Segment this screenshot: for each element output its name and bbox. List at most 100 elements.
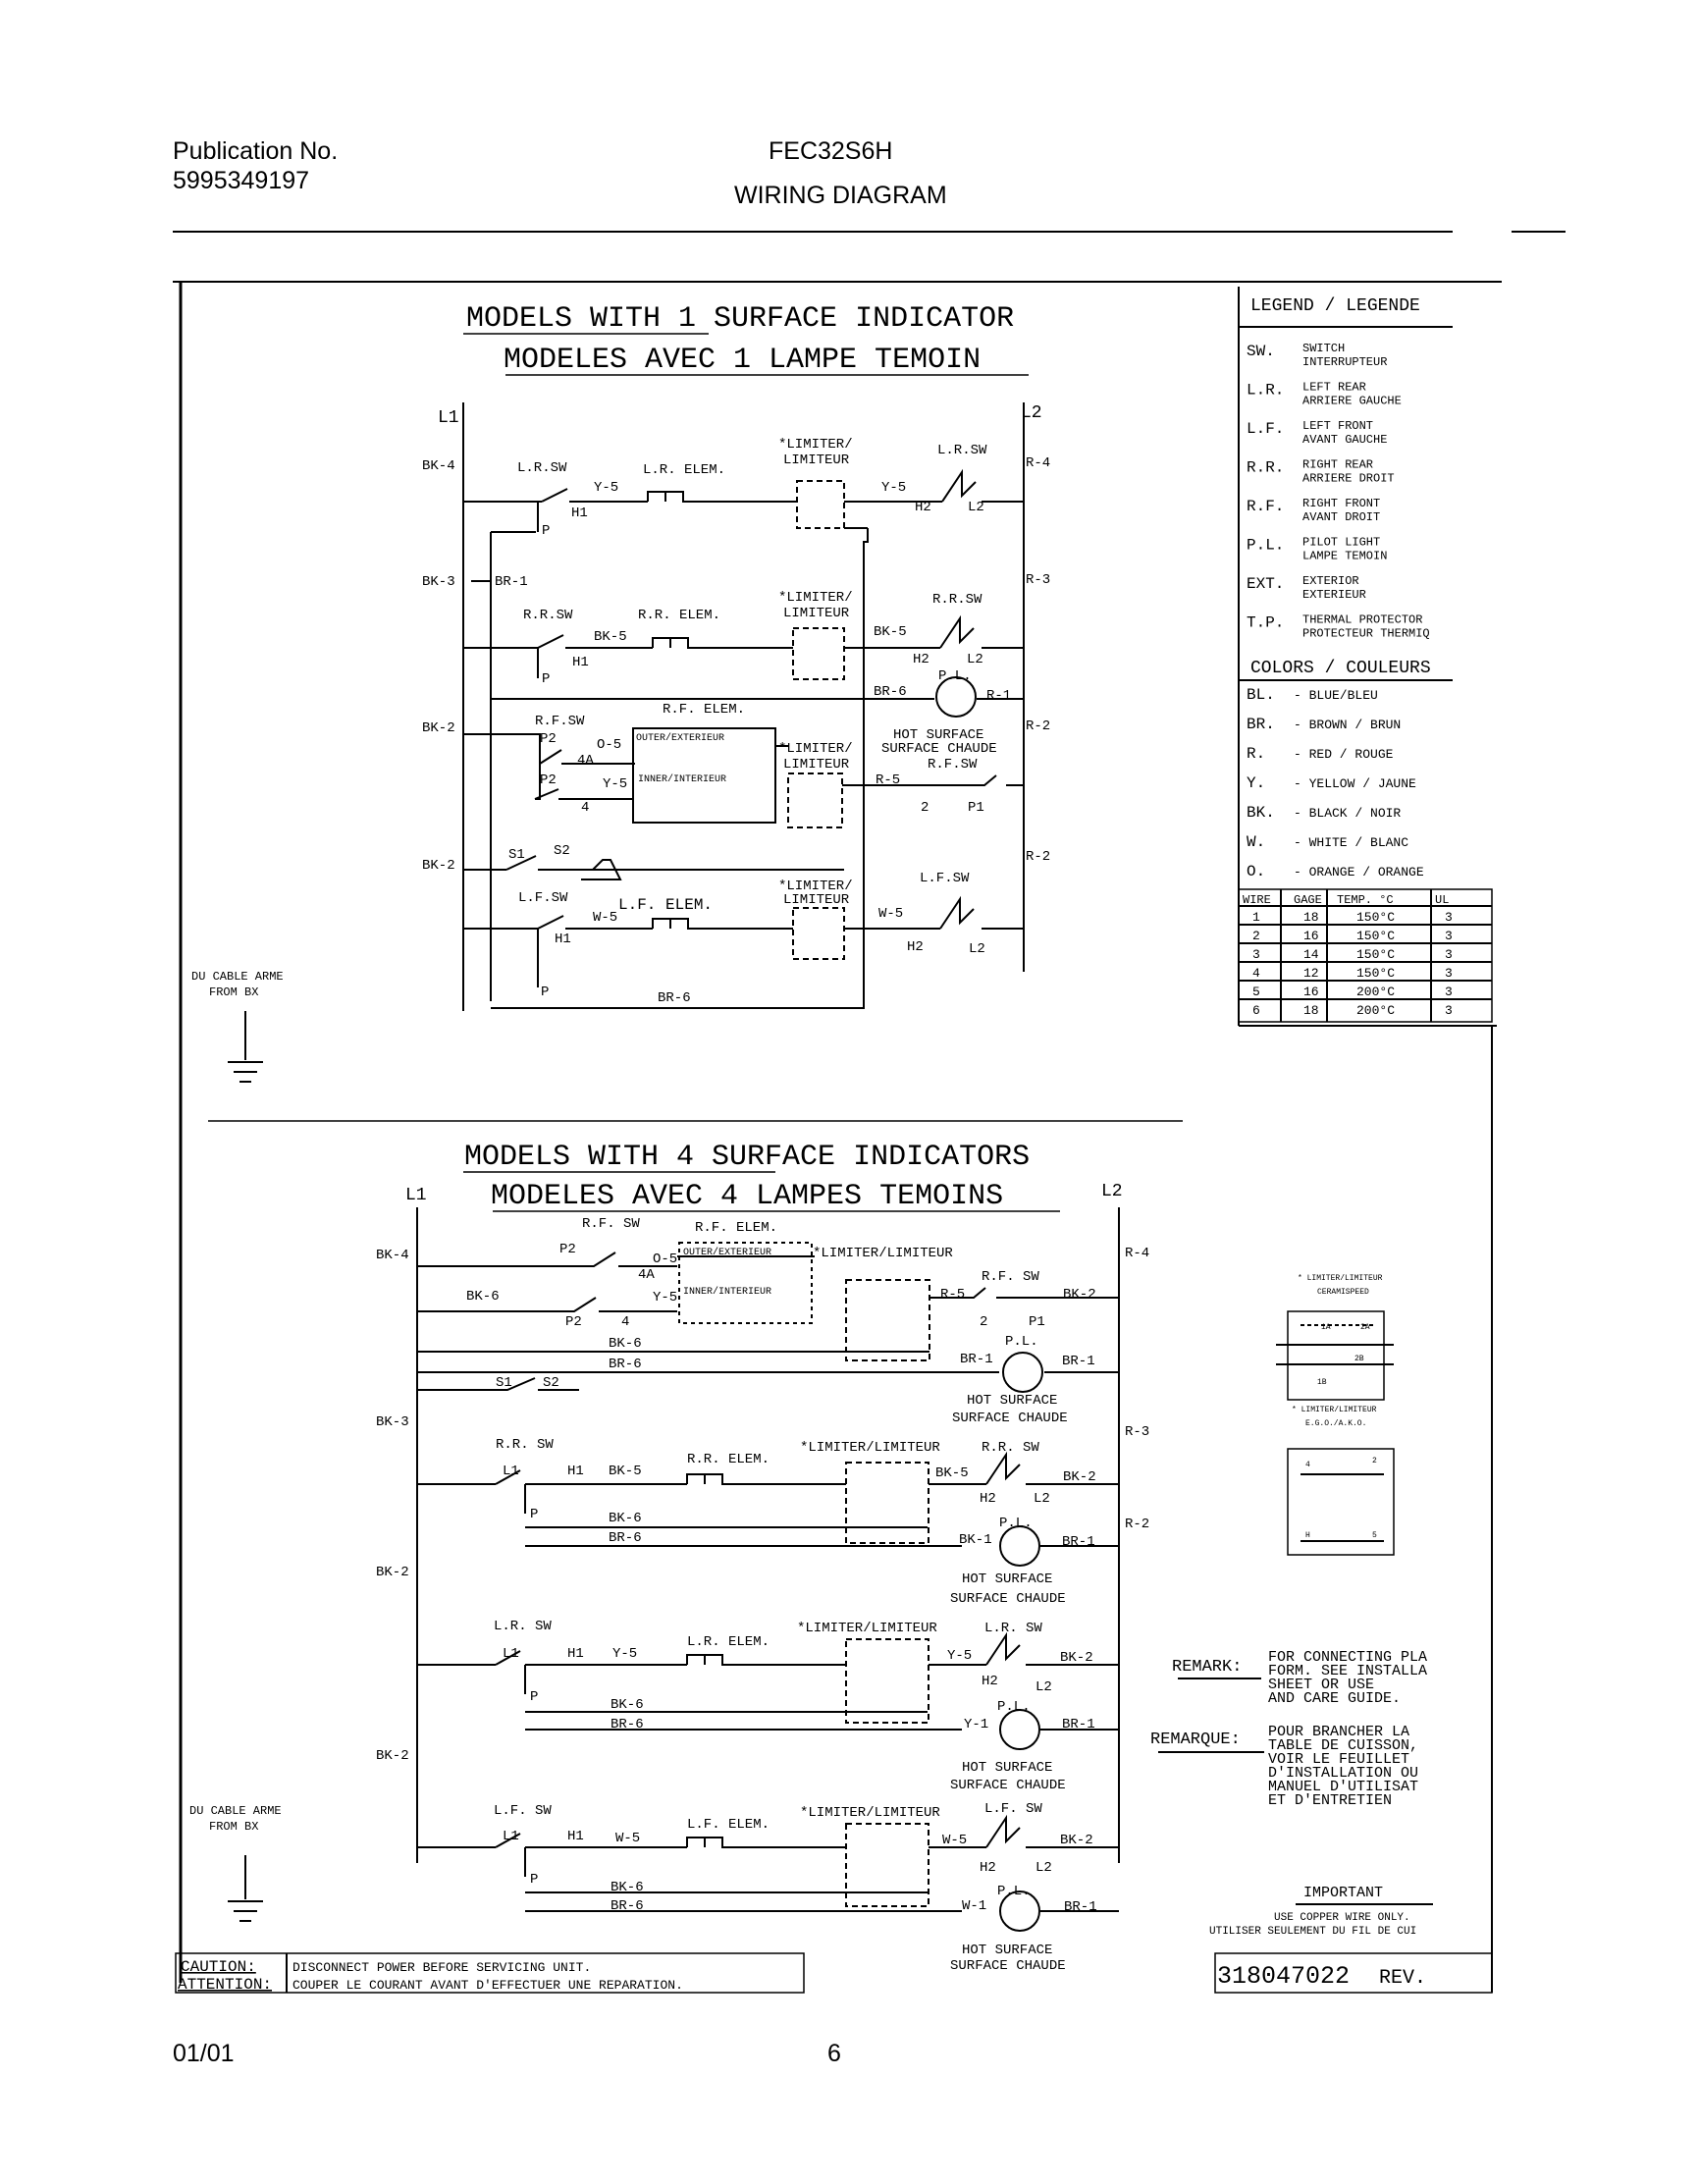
wire-label: BK-2 [376, 1565, 409, 1580]
switch-label: R.F.SW [928, 757, 978, 772]
legend-english: RIGHT FRONT [1302, 497, 1380, 510]
pilot-light-label: P.L. [999, 1516, 1033, 1531]
limiter-label: LIMITEUR [783, 892, 850, 908]
terminal-label: P [530, 1689, 538, 1705]
wire-label: R-4 [1026, 455, 1050, 471]
terminal-label: H2 [980, 1860, 996, 1876]
remark-line: FOR CONNECTING PLA [1268, 1649, 1427, 1666]
wire-label: BK-6 [466, 1289, 500, 1305]
table-cell: 200°C [1356, 985, 1395, 999]
wire-label: BK-2 [1060, 1650, 1093, 1666]
wire-label: R-5 [876, 772, 900, 788]
table-cell: 3 [1445, 966, 1453, 981]
switch-label: L.R. SW [494, 1619, 552, 1634]
top-title-en: MODELS WITH 1 SURFACE INDICATOR [466, 302, 1014, 336]
legend-french: ARRIERE GAUCHE [1302, 395, 1402, 408]
hot-surface-label: HOT SURFACE [962, 1571, 1052, 1587]
wire-label: BK-2 [1060, 1833, 1093, 1848]
terminal-label: P2 [559, 1242, 576, 1257]
remark-label: REMARK: [1172, 1658, 1242, 1677]
terminal-label: H2 [915, 500, 931, 515]
wire-label: Y-5 [881, 480, 906, 496]
terminal-label: L2 [969, 941, 985, 957]
terminal-label: 4A [638, 1267, 655, 1283]
terminal-label: H2 [907, 939, 924, 955]
publication-label: Publication No. [173, 137, 339, 165]
switch-label: R.R.SW [932, 592, 982, 608]
legend-french: LAMPE TEMOIN [1302, 550, 1387, 563]
terminal-label: 4 [621, 1314, 629, 1330]
wire-label: BK-6 [609, 1336, 642, 1352]
wire-label: BR-1 [1062, 1534, 1095, 1550]
wire-label: BK-2 [1063, 1469, 1096, 1485]
table-cell: 150°C [1356, 929, 1395, 943]
bottom-title-en: MODELS WITH 4 SURFACE INDICATORS [464, 1141, 1030, 1174]
wire-label: R-4 [1125, 1246, 1149, 1261]
color-abbr: R. [1247, 745, 1265, 763]
terminal-label: 2 [1372, 1457, 1377, 1465]
wire-label: W-5 [942, 1833, 967, 1848]
terminal-label: 2A [1360, 1323, 1370, 1332]
legend-english: LEFT FRONT [1302, 419, 1373, 433]
element-label: OUTER/EXTERIEUR [636, 732, 724, 744]
wire-label: BK-3 [376, 1414, 409, 1430]
limiter-label: *LIMITER/ [778, 590, 853, 606]
important-line: USE COPPER WIRE ONLY. [1274, 1912, 1410, 1924]
legend-abbr: T.P. [1247, 614, 1284, 632]
table-cell: 1 [1252, 910, 1260, 925]
wire-label: Y-5 [947, 1648, 972, 1664]
hot-surface-label: SURFACE CHAUDE [950, 1778, 1066, 1793]
terminal-label: H1 [567, 1646, 584, 1662]
table-cell: 18 [1303, 910, 1319, 925]
limiter-detail-label: CERAMISPEED [1317, 1288, 1369, 1297]
important-line: UTILISER SEULEMENT DU FIL DE CUI [1209, 1926, 1416, 1938]
hot-surface-label: SURFACE CHAUDE [952, 1411, 1068, 1426]
ground-cable-label: DU CABLE ARME [189, 1804, 282, 1818]
color-name: - BLACK / NOIR [1294, 806, 1401, 821]
color-abbr: Y. [1247, 774, 1265, 792]
top-l2-label: L2 [1021, 403, 1042, 423]
attention-label: ATTENTION: [178, 1976, 272, 1994]
wire-label: O-5 [597, 737, 621, 753]
terminal-label: H1 [567, 1464, 584, 1479]
wire-label: BK-2 [422, 858, 455, 874]
table-cell: 3 [1445, 985, 1453, 999]
color-name: - BROWN / BRUN [1294, 718, 1401, 732]
table-cell: 16 [1303, 929, 1319, 943]
color-name: - BLUE/BLEU [1294, 688, 1378, 703]
terminal-label: H1 [555, 932, 571, 947]
wire-label: BK-5 [594, 629, 627, 645]
wire-label: BR-1 [1064, 1899, 1097, 1915]
pilot-light-label: P.L. [938, 668, 972, 684]
wire-label: BK-5 [874, 624, 907, 640]
part-number: 318047022 [1217, 1962, 1350, 1991]
element-label: L.R. ELEM. [687, 1634, 770, 1650]
limiter-label: *LIMITER/ [778, 741, 853, 757]
hot-surface-label: HOT SURFACE [893, 727, 983, 743]
legend-french: INTERRUPTEUR [1302, 355, 1387, 369]
wire-label: BR-6 [874, 684, 907, 700]
wire-label: BK-2 [1063, 1287, 1096, 1303]
terminal-label: 4 [581, 800, 589, 816]
wire-label: BK-1 [959, 1532, 992, 1548]
terminal-label: H1 [567, 1829, 584, 1844]
legend-abbr: R.F. [1247, 498, 1284, 515]
bottom-l1-label: L1 [405, 1186, 427, 1205]
hot-surface-label: SURFACE CHAUDE [950, 1591, 1066, 1607]
legend-english: PILOT LIGHT [1302, 536, 1380, 550]
switch-label: R.F. SW [582, 1216, 640, 1232]
table-cell: 6 [1252, 1003, 1260, 1018]
terminal-label: P [542, 671, 550, 687]
terminal-label: L2 [1035, 1679, 1052, 1695]
table-header: WIRE [1243, 893, 1271, 907]
limiter-label: LIMITEUR [783, 453, 850, 468]
ground-cable-label: DU CABLE ARME [191, 970, 284, 984]
remarque-line: D'INSTALLATION OU [1268, 1765, 1418, 1782]
table-cell: 3 [1445, 910, 1453, 925]
wire-label: BR-1 [960, 1352, 993, 1367]
wire-label: BR-1 [495, 574, 528, 590]
page-number: 6 [827, 2040, 841, 2067]
footer-date: 01/01 [173, 2040, 235, 2067]
